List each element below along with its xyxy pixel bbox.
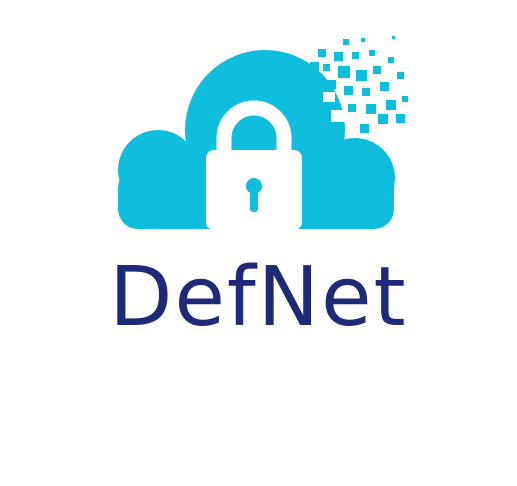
- padlock-icon: [206, 100, 302, 230]
- brand-wordmark: DefNet: [109, 250, 408, 345]
- cloud-gap: [323, 92, 357, 130]
- pixel-dissolve-icon: [310, 36, 408, 133]
